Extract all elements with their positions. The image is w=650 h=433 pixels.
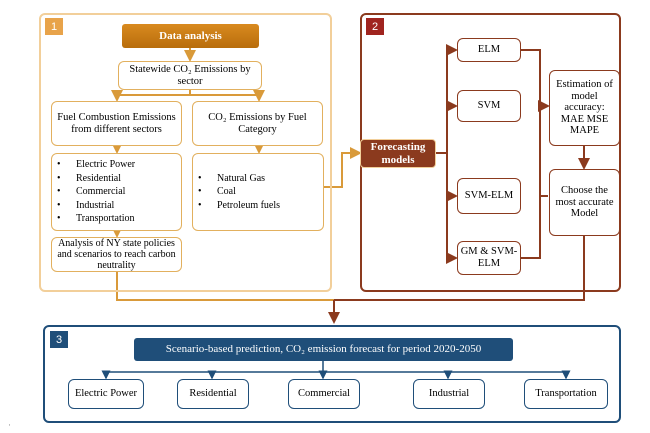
model-gm-svm-elm: GM & SVM-ELM xyxy=(457,241,521,275)
panel-data-analysis xyxy=(39,13,332,292)
list-item: Commercial xyxy=(52,185,135,199)
list-item: Residential xyxy=(52,172,135,186)
fuels-list-box: Natural Gas Coal Petroleum fuels xyxy=(192,153,324,231)
panel-number-3: 3 xyxy=(50,331,68,348)
fuel-category-box: CO₂ Emissions by Fuel Category xyxy=(192,101,323,146)
output-electric-power: Electric Power xyxy=(68,379,144,409)
choose-model-box: Choose the most accurate Model xyxy=(549,169,620,236)
panel-scenario-prediction xyxy=(43,325,621,423)
scenario-prediction-header: Scenario-based prediction, CO₂ emission … xyxy=(134,338,513,361)
list-item: Industrial xyxy=(52,199,135,213)
model-svm-elm: SVM-ELM xyxy=(457,178,521,214)
accuracy-estimation-box: Estimation of model accuracy: MAE MSE MA… xyxy=(549,70,620,146)
data-analysis-header: Data analysis xyxy=(122,24,259,48)
sectors-list: Electric Power Residential Commercial In… xyxy=(52,158,135,226)
output-commercial: Commercial xyxy=(288,379,360,409)
statewide-emissions-box: Statewide CO₂ Emissions by sector xyxy=(118,61,262,90)
policy-analysis-box: Analysis of NY state policies and scenar… xyxy=(51,237,182,272)
panel-number-1: 1 xyxy=(45,18,63,35)
fuels-list: Natural Gas Coal Petroleum fuels xyxy=(193,172,280,213)
list-item: Petroleum fuels xyxy=(193,199,280,213)
model-svm: SVM xyxy=(457,90,521,122)
panel-number-2: 2 xyxy=(366,18,384,35)
corner-mark: · xyxy=(8,420,11,430)
list-item: Transportation xyxy=(52,212,135,226)
forecasting-models-box: Forecasting models xyxy=(360,139,436,168)
fuel-combustion-box: Fuel Combustion Emissions from different… xyxy=(51,101,182,146)
output-transportation: Transportation xyxy=(524,379,608,409)
model-elm: ELM xyxy=(457,38,521,62)
output-industrial: Industrial xyxy=(413,379,485,409)
list-item: Coal xyxy=(193,185,280,199)
list-item: Natural Gas xyxy=(193,172,280,186)
sectors-list-box: Electric Power Residential Commercial In… xyxy=(51,153,182,231)
output-residential: Residential xyxy=(177,379,249,409)
list-item: Electric Power xyxy=(52,158,135,172)
